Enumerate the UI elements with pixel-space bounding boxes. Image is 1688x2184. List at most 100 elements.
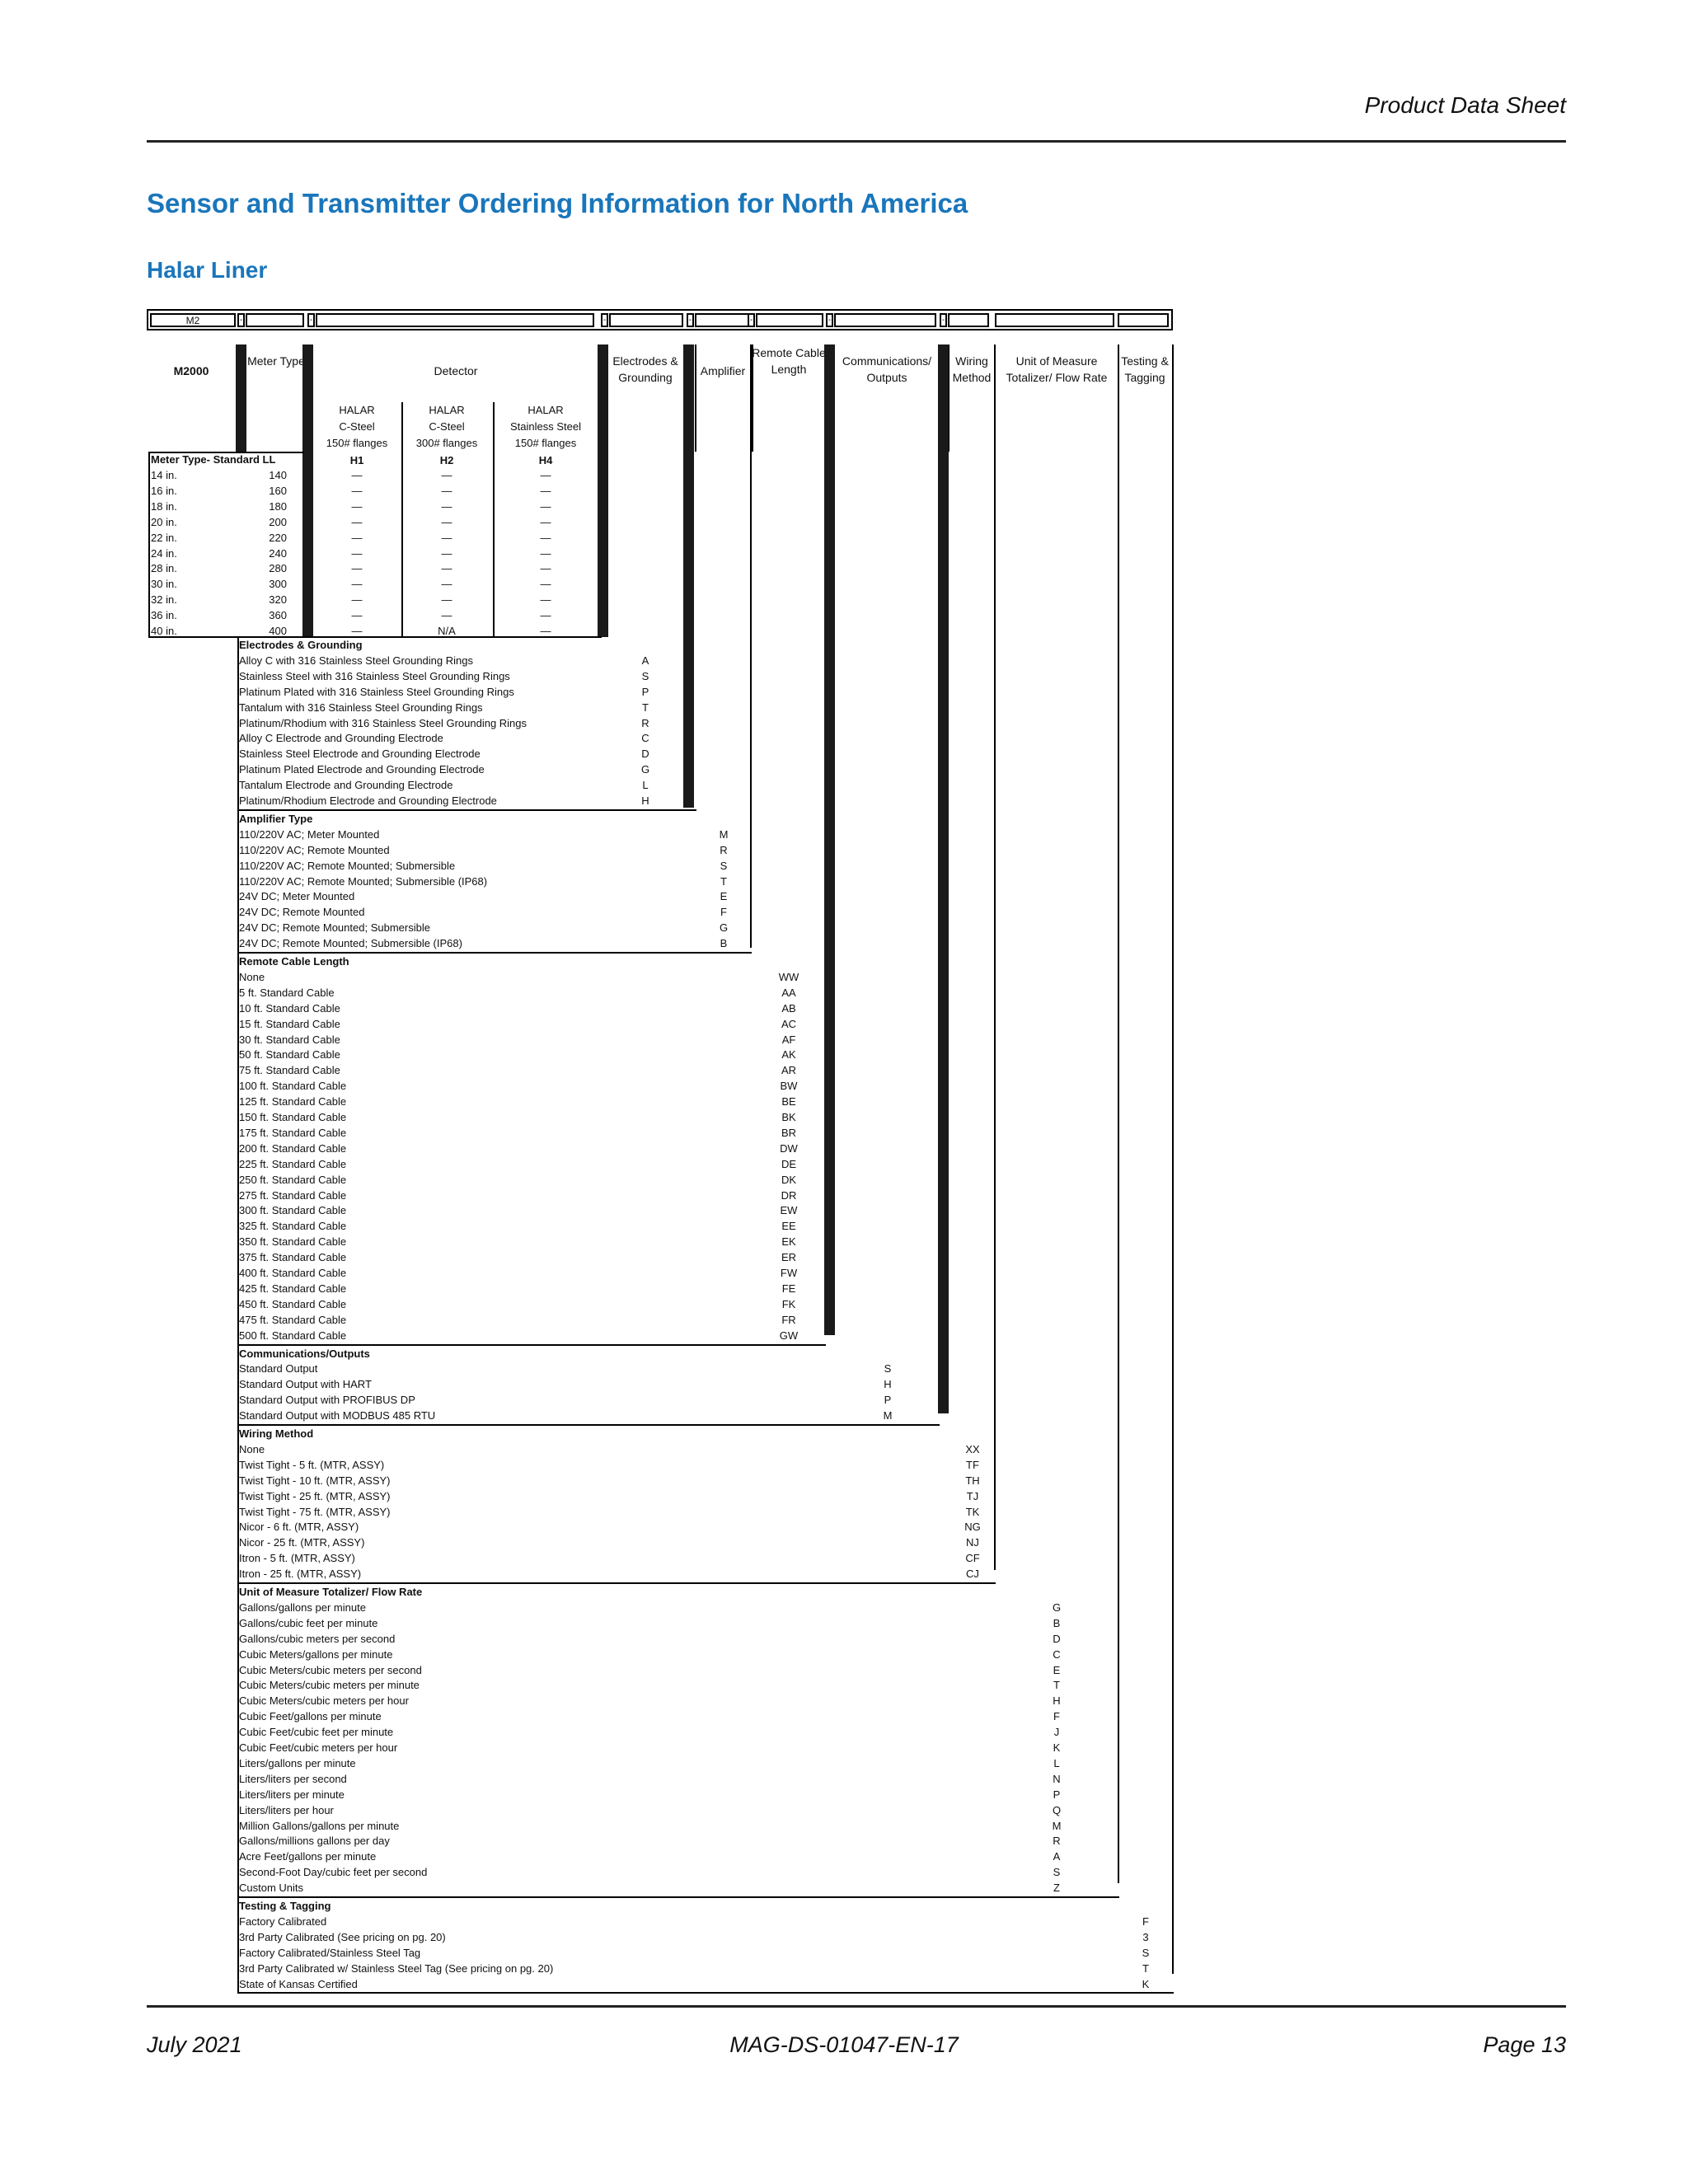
option-label: Nicor - 6 ft. (MTR, ASSY) xyxy=(239,1521,359,1534)
cable-column-header: Remote Cable Length xyxy=(752,346,826,376)
option-code: FK xyxy=(781,1297,796,1310)
option-code: F xyxy=(1142,1915,1149,1928)
detector-col-label: C-Steel xyxy=(339,420,375,433)
option-code: ER xyxy=(781,1251,797,1264)
h4-availability: — xyxy=(540,593,551,607)
option-code: AA xyxy=(781,986,796,999)
meter-type-code: 400 xyxy=(269,625,287,637)
option-code: K xyxy=(1142,1977,1150,1990)
option-code: GW xyxy=(779,1329,799,1342)
option-label: Twist Tight - 75 ft. (MTR, ASSY) xyxy=(239,1505,391,1518)
option-label: 275 ft. Standard Cable xyxy=(239,1188,347,1202)
option-code: B xyxy=(1053,1616,1061,1629)
option-code: TK xyxy=(965,1505,980,1518)
section-title: Wiring Method xyxy=(239,1427,314,1440)
column-divider xyxy=(752,344,753,452)
comms-column-header: Communications/ Outputs xyxy=(842,354,932,384)
code-strip-box xyxy=(1118,313,1169,327)
detector-col-label: C-Steel xyxy=(429,420,465,433)
meter-type-box-top xyxy=(148,452,304,453)
section-bottom-edge xyxy=(237,952,752,954)
option-label: 500 ft. Standard Cable xyxy=(239,1329,347,1342)
h4-availability: — xyxy=(540,609,551,622)
option-label: 110/220V AC; Meter Mounted xyxy=(239,827,380,841)
meter-size-label: 16 in. xyxy=(151,484,177,497)
option-code: FE xyxy=(781,1282,796,1295)
option-code: P xyxy=(884,1394,892,1407)
option-label: Tantalum Electrode and Grounding Electro… xyxy=(239,779,453,792)
h1-availability: — xyxy=(351,499,363,513)
option-code: B xyxy=(720,937,728,950)
footer-doc-number: MAG-DS-01047-EN-17 xyxy=(729,2032,959,2057)
h1-availability: — xyxy=(351,515,363,528)
option-code: S xyxy=(641,669,649,682)
option-code: T xyxy=(1053,1679,1060,1692)
section-bottom-edge xyxy=(237,1992,1174,1994)
column-separator-bar xyxy=(683,344,694,808)
detector-col-code: H1 xyxy=(349,454,364,466)
option-label: Alloy C Electrode and Grounding Electrod… xyxy=(239,732,443,745)
option-label: 5 ft. Standard Cable xyxy=(239,986,335,999)
option-label: Gallons/cubic meters per second xyxy=(239,1632,396,1645)
option-label: 350 ft. Standard Cable xyxy=(239,1235,347,1249)
meter-type-code: 200 xyxy=(269,515,287,528)
meter-size-label: 30 in. xyxy=(151,578,177,591)
option-code: C xyxy=(641,732,649,745)
option-label: 475 ft. Standard Cable xyxy=(239,1313,347,1326)
option-label: 75 ft. Standard Cable xyxy=(239,1064,340,1077)
option-label: Platinum Plated with 316 Stainless Steel… xyxy=(239,685,514,698)
section-right-edge xyxy=(994,344,996,1570)
option-label: Second-Foot Day/cubic feet per second xyxy=(239,1866,428,1879)
unit-column-header: Unit of Measure Totalizer/ Flow Rate xyxy=(1006,354,1108,384)
footer-page-number: Page 13 xyxy=(1483,2032,1566,2057)
code-strip-separator: - xyxy=(748,313,755,327)
option-code: AK xyxy=(781,1048,796,1062)
option-code: T xyxy=(720,874,727,888)
section-title: Testing & Tagging xyxy=(239,1900,331,1912)
detector-subcol-divider xyxy=(401,402,403,637)
option-label: Custom Units xyxy=(239,1882,304,1895)
code-strip-box xyxy=(756,313,823,327)
h4-availability: — xyxy=(540,531,551,544)
detector-col-label: 300# flanges xyxy=(415,437,478,449)
section-title: Remote Cable Length xyxy=(239,955,349,968)
detector-col-label: 150# flanges xyxy=(326,437,388,449)
option-code: S xyxy=(720,859,728,872)
detector-col-code: H4 xyxy=(538,454,553,466)
option-code: G xyxy=(1052,1601,1062,1614)
option-code: H xyxy=(884,1378,892,1391)
option-code: F xyxy=(720,906,727,919)
option-label: Stainless Steel Electrode and Grounding … xyxy=(239,748,481,761)
h1-availability: — xyxy=(351,531,363,544)
option-code: R xyxy=(1053,1835,1061,1848)
h4-availability: — xyxy=(540,469,551,481)
meter-size-label: 20 in. xyxy=(151,515,177,528)
option-label: Twist Tight - 25 ft. (MTR, ASSY) xyxy=(239,1489,391,1502)
detector-col-code: H2 xyxy=(439,454,454,466)
option-code: F xyxy=(1053,1710,1060,1723)
meter-type-code: 240 xyxy=(269,546,287,560)
electrodes-column-header: Electrodes & Grounding xyxy=(612,354,678,384)
code-strip-separator: - xyxy=(940,313,947,327)
h4-availability: — xyxy=(540,578,551,591)
h2-availability: — xyxy=(441,515,452,528)
option-code: S xyxy=(1142,1946,1150,1959)
option-label: 110/220V AC; Remote Mounted; Submersible… xyxy=(239,874,488,888)
code-strip-box xyxy=(246,313,304,327)
h1-availability: — xyxy=(351,484,363,497)
meter-size-label: 28 in. xyxy=(151,562,177,575)
option-label: Standard Output xyxy=(239,1362,318,1376)
option-label: Cubic Meters/cubic meters per hour xyxy=(239,1694,409,1708)
option-label: Cubic Feet/cubic meters per hour xyxy=(239,1741,398,1754)
meter-type-code: 180 xyxy=(269,499,287,513)
option-code: Q xyxy=(1052,1803,1062,1816)
option-code: AF xyxy=(781,1033,796,1046)
option-code: EE xyxy=(781,1220,796,1233)
option-label: 3rd Party Calibrated w/ Stainless Steel … xyxy=(239,1961,554,1975)
option-code: TH xyxy=(965,1474,980,1487)
header-rule xyxy=(147,140,1566,143)
meter-type-code: 280 xyxy=(269,562,287,575)
h2-availability: — xyxy=(441,531,452,544)
option-label: 200 ft. Standard Cable xyxy=(239,1141,347,1155)
option-label: Cubic Feet/gallons per minute xyxy=(239,1710,382,1723)
